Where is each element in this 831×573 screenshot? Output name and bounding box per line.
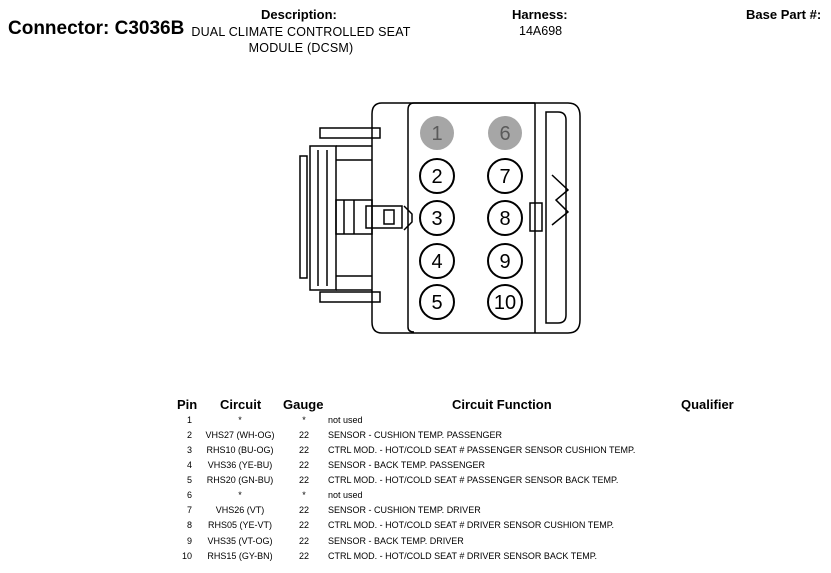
cell-circuit: RHS10 (BU-OG)	[206, 445, 274, 455]
cell-function: SENSOR - BACK TEMP. DRIVER	[328, 536, 464, 546]
pin-6: 6	[488, 116, 522, 150]
pin-3: 3	[419, 200, 455, 236]
table-row: 5 RHS20 (GN-BU) 22 CTRL MOD. - HOT/COLD …	[0, 475, 831, 490]
table-row: 1 * * not used	[0, 415, 831, 430]
cell-pin: 9	[186, 536, 192, 546]
table-row: 9 VHS35 (VT-OG) 22 SENSOR - BACK TEMP. D…	[0, 536, 831, 551]
cell-pin: 2	[186, 430, 192, 440]
pin-number-label: 9	[499, 251, 510, 273]
pin-number-label: 2	[431, 166, 442, 188]
pin-cavity-circle	[487, 200, 523, 236]
connector-id: C3036B	[114, 18, 185, 39]
cell-gauge: 22	[298, 460, 309, 470]
pin-number-label: 8	[499, 208, 510, 230]
col-header-qualifier: Qualifier	[681, 397, 734, 412]
cell-circuit: RHS05 (YE-VT)	[207, 520, 272, 530]
table-row: 2 VHS27 (WH-OG) 22 SENSOR - CUSHION TEMP…	[0, 430, 831, 445]
cell-gauge: 22	[298, 551, 309, 561]
pin-cavity-circle	[419, 158, 455, 194]
pin-number-label: 7	[499, 166, 510, 188]
pin-2: 2	[419, 158, 455, 194]
cell-pin: 6	[186, 490, 192, 500]
pin-cavity-circle	[487, 284, 523, 320]
harness-label: Harness:	[512, 7, 568, 22]
pin-number-label: 5	[431, 292, 442, 314]
cell-circuit: RHS20 (GN-BU)	[206, 475, 274, 485]
connector-housing	[299, 102, 581, 334]
cell-pin: 3	[186, 445, 192, 455]
col-header-pin: Pin	[177, 397, 198, 412]
description-label: Description:	[261, 7, 337, 22]
table-row: 8 RHS05 (YE-VT) 22 CTRL MOD. - HOT/COLD …	[0, 520, 831, 535]
cell-circuit: RHS15 (GY-BN)	[207, 551, 273, 561]
cell-circuit: VHS36 (YE-BU)	[207, 460, 273, 470]
cell-pin: 4	[186, 460, 192, 470]
pin-cavity-circle	[488, 116, 522, 150]
cell-circuit: *	[238, 415, 242, 425]
pin-number-label: 3	[431, 208, 442, 230]
cell-pin: 8	[186, 520, 192, 530]
cell-gauge: *	[302, 415, 306, 425]
base-part-label: Base Part #:	[746, 7, 822, 22]
cell-gauge: 22	[298, 536, 309, 546]
pin-1: 1	[420, 116, 454, 150]
cell-pin: 5	[186, 475, 192, 485]
table-row: 4 VHS36 (YE-BU) 22 SENSOR - BACK TEMP. P…	[0, 460, 831, 475]
cell-function: SENSOR - CUSHION TEMP. PASSENGER	[328, 430, 503, 440]
col-header-function: Circuit Function	[452, 397, 552, 412]
cell-gauge: *	[302, 490, 306, 500]
table-row: 10 RHS15 (GY-BN) 22 CTRL MOD. - HOT/COLD…	[0, 551, 831, 566]
table-row: 3 RHS10 (BU-OG) 22 CTRL MOD. - HOT/COLD …	[0, 445, 831, 460]
pin-8: 8	[487, 200, 523, 236]
cell-gauge: 22	[298, 430, 309, 440]
pin-9: 9	[487, 243, 523, 279]
pin-5: 5	[419, 284, 455, 320]
harness-value: 14A698	[519, 24, 563, 38]
col-header-circuit: Circuit	[220, 397, 262, 412]
cell-function: CTRL MOD. - HOT/COLD SEAT # DRIVER SENSO…	[328, 520, 615, 530]
table-row: 6 * * not used	[0, 490, 831, 505]
cell-circuit: VHS35 (VT-OG)	[207, 536, 273, 546]
pin-cavity-circle	[420, 116, 454, 150]
cell-pin: 1	[186, 415, 192, 425]
col-header-gauge: Gauge	[283, 397, 324, 412]
pin-10: 10	[487, 284, 523, 320]
connector-title: Connector: C3036B	[8, 18, 184, 40]
pin-cavity-circle	[419, 200, 455, 236]
cell-function: SENSOR - BACK TEMP. PASSENGER	[328, 460, 486, 470]
connector-label: Connector:	[8, 18, 110, 39]
cell-gauge: 22	[298, 475, 309, 485]
cell-gauge: 22	[298, 520, 309, 530]
pin-number-label: 1	[431, 123, 442, 145]
pin-number-label: 4	[431, 251, 442, 273]
cell-function: CTRL MOD. - HOT/COLD SEAT # PASSENGER SE…	[328, 445, 636, 455]
pin-cavity-circle	[419, 284, 455, 320]
cell-function: CTRL MOD. - HOT/COLD SEAT # PASSENGER SE…	[328, 475, 619, 485]
cell-function: SENSOR - CUSHION TEMP. DRIVER	[328, 505, 481, 515]
cell-gauge: 22	[298, 505, 309, 515]
pin-cavity-circle	[487, 243, 523, 279]
pin-4: 4	[419, 243, 455, 279]
cell-function: not used	[328, 490, 363, 500]
cell-pin: 7	[186, 505, 192, 515]
pin-cavity-circle	[487, 158, 523, 194]
cell-gauge: 22	[298, 445, 309, 455]
pin-number-label: 10	[494, 292, 516, 314]
pin-cavity-circle	[419, 243, 455, 279]
cell-pin: 10	[181, 551, 192, 561]
table-row: 7 VHS26 (VT) 22 SENSOR - CUSHION TEMP. D…	[0, 505, 831, 520]
pin-cavities: 1 2 3 4 5 6 7 8 9 10	[419, 116, 523, 320]
cell-function: not used	[328, 415, 363, 425]
cell-circuit: VHS26 (VT)	[215, 505, 265, 515]
cell-circuit: VHS27 (WH-OG)	[205, 430, 275, 440]
pin-7: 7	[487, 158, 523, 194]
cell-function: CTRL MOD. - HOT/COLD SEAT # DRIVER SENSO…	[328, 551, 598, 561]
cell-circuit: *	[238, 490, 242, 500]
pin-number-label: 6	[499, 123, 510, 145]
description-value: DUAL CLIMATE CONTROLLED SEAT MODULE (DCS…	[191, 25, 411, 55]
